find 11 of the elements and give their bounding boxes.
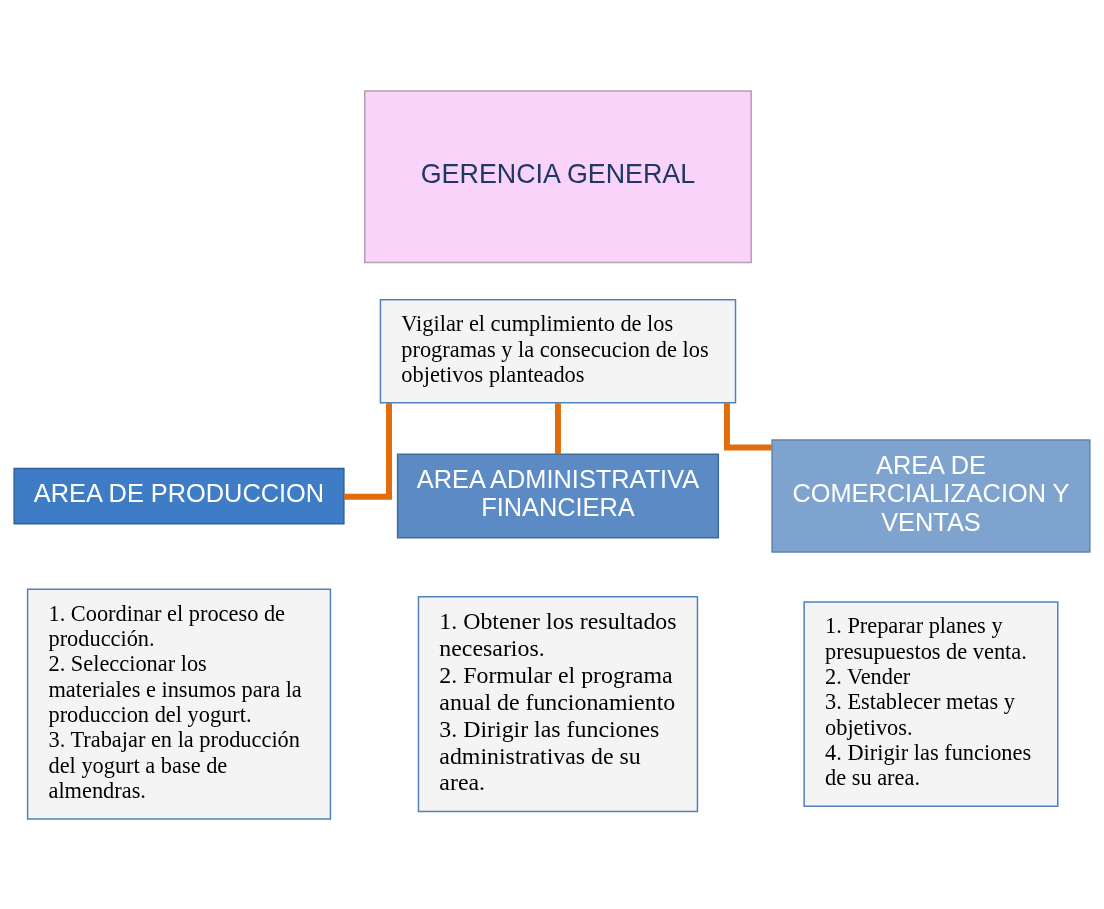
node-box: 1. Preparar planes y presupuestos de venta. 2. Vender 3. Establecer metas y objetivos. 4. Dirigir las funciones de su area. [803, 600, 1059, 807]
node-box: AREA DE COMERCIALIZACION Y VENTAS [771, 438, 1091, 553]
connector [555, 402, 561, 454]
node-box: GERENCIA GENERAL [364, 89, 752, 263]
connector [343, 402, 392, 500]
node-box: AREA ADMINISTRATIVA FINANCIERA [396, 453, 720, 539]
node-box: Vigilar el cumplimiento de los programas y la consecucion de los objetivos planteados [379, 298, 737, 404]
connector [723, 402, 772, 451]
node-box: 1. Obtener los resultados necesarios. 2. Formular el programa anual de funcionamiento 3. Dirigir las funciones administrativas de su area. [417, 595, 699, 812]
node-box: AREA DE PRODUCCION [13, 467, 345, 524]
node-box: 1. Coordinar el proceso de producción. 2. Seleccionar los materiales e insumos para la produccion del yogurt. 3. Trabajar en la producción del yogurt a base de almendras. [26, 588, 332, 820]
